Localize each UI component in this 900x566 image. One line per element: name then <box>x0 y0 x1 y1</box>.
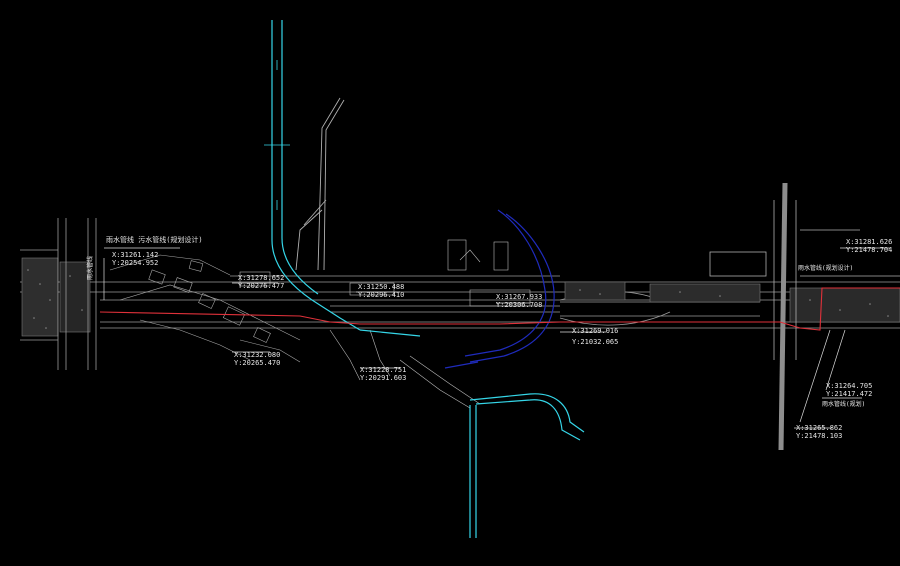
hatched-areas <box>21 257 900 337</box>
red-pipe-route <box>99 287 900 331</box>
cyan-pipe-line <box>271 20 585 538</box>
mid-xy-4-y: Y:21032.065 <box>572 338 618 346</box>
right-note: 雨水管线(规划设计) <box>798 264 853 272</box>
lower-xy-2-y: Y:20291.603 <box>360 374 406 382</box>
left-cross-street <box>20 218 97 370</box>
left-pipe-note: 雨水管线 污水管线(规划设计) <box>106 235 203 244</box>
lower-xy-1-x: X:31232.080 <box>234 351 280 359</box>
left-xy-x: X:31261.142 <box>112 251 158 259</box>
left-xy-y: Y:20254.952 <box>112 259 158 267</box>
mid-xy-2-x: X:31250.488 <box>358 283 404 291</box>
right-xy-top-x: X:31281.626 <box>846 238 892 246</box>
lower-xy-1-y: Y:20265.470 <box>234 359 280 367</box>
right-xy-top-y: Y:21478.704 <box>846 246 892 254</box>
hatch-dots <box>27 269 889 329</box>
left-parcels <box>109 254 301 363</box>
mid-xy-3-y: Y:20306.708 <box>496 301 542 309</box>
mid-xy-2-y: Y:20296.410 <box>358 291 404 299</box>
mid-xy-1-x: X:31278.652 <box>238 274 284 282</box>
right-vertical-road <box>778 182 788 451</box>
center-junction <box>239 239 531 409</box>
right-xy-mid-y: Y:21417.472 <box>826 390 872 398</box>
left-vertical-note: 雨水管线 <box>86 256 94 280</box>
right-xy-mid-note: 雨水管线(规划) <box>822 400 865 408</box>
right-junction <box>709 200 900 360</box>
leader-lines <box>103 247 890 429</box>
right-xy-mid-x: X:31264.705 <box>826 382 872 390</box>
blue-pipe-line <box>444 209 555 369</box>
mid-xy-4-x: X:31269.016 <box>572 327 618 335</box>
lower-xy-2-x: X:31228.751 <box>360 366 406 374</box>
mid-xy-3-x: X:31267.933 <box>496 293 542 301</box>
mid-xy-1-y: Y:20276.477 <box>238 282 284 290</box>
north-road <box>295 97 345 271</box>
right-xy-low-x: X:31265.862 <box>796 424 842 432</box>
right-xy-low-y: Y:21478.103 <box>796 432 842 440</box>
cyan-markers <box>264 60 290 210</box>
